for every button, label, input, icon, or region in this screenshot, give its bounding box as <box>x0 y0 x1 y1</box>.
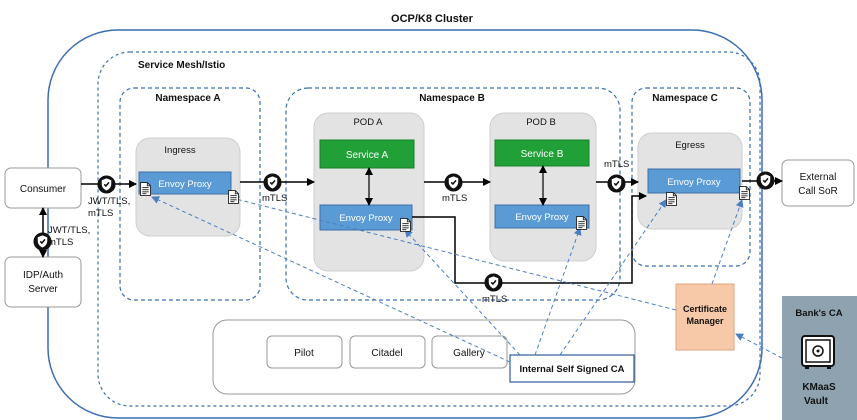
bank-ca-to-cert-manager-dashed <box>735 333 783 359</box>
egress-envoy-proxy <box>647 168 741 194</box>
namespace-b-title: Namespace B <box>419 93 485 104</box>
pod-b-envoy-proxy-label: Envoy Proxy <box>515 212 569 223</box>
mesh-title: Service Mesh/Istio <box>138 60 225 71</box>
egress-envoy-proxy-label: Envoy Proxy <box>667 177 721 188</box>
pod-a-envoy-proxy-label: Envoy Proxy <box>339 213 393 224</box>
ingress-envoy-proxy-label: Envoy Proxy <box>158 179 212 190</box>
bank-ca-title: Bank's CA <box>795 308 842 319</box>
external-call-sor: External Call SoR <box>781 159 855 207</box>
jwt-label-line1: JWT/TLS, <box>88 196 130 207</box>
shield-lock-icon <box>484 273 503 292</box>
cert-manager-to-egress-dashed <box>711 199 744 285</box>
ca-to-egress-dashed <box>559 199 667 356</box>
idp-auth-server: IDP/Auth Server <box>4 256 82 308</box>
pod-a-to-egress-bottom-path <box>412 192 647 284</box>
internal-ca-label: Internal Self Signed CA <box>519 364 624 375</box>
egress-label: Egress <box>675 140 705 151</box>
idp-label-line1: IDP/Auth <box>23 270 63 281</box>
cert-manager-line1: Certificate <box>683 304 727 314</box>
vault-label-line2: Vault <box>804 396 829 407</box>
certificate-doc-icon <box>228 190 239 204</box>
ca-to-ingress-dashed <box>151 196 511 363</box>
sor-label-line1: External <box>800 172 837 183</box>
cert-manager-line2: Manager <box>686 316 724 326</box>
pilot-box <box>266 335 343 369</box>
service-mesh: Service Mesh/Istio <box>97 51 761 407</box>
service-b <box>494 139 590 167</box>
namespace-c: Namespace C Egress Envoy Proxy <box>631 87 751 267</box>
certificate-doc-icon <box>140 182 151 196</box>
gallery-label: Gallery <box>453 348 485 359</box>
citadel-box <box>349 335 426 369</box>
pilot-label: Pilot <box>294 348 314 359</box>
namespace-c-title: Namespace C <box>652 93 718 104</box>
mtls-a-b-label: mTLS <box>262 193 287 204</box>
control-plane: Pilot Citadel Gallery Internal Self Sign… <box>212 319 636 395</box>
cluster-title: OCP/K8 Cluster <box>391 13 474 25</box>
ingress-envoy-proxy <box>138 171 232 195</box>
gallery-box <box>431 335 508 369</box>
ingress-label: Ingress <box>164 145 195 156</box>
service-a-label: Service A <box>346 150 389 161</box>
mtls-pod-a-b-label: mTLS <box>442 193 467 204</box>
jwt-idp-label-line2: mTLS <box>48 237 73 248</box>
certificate-manager: Certificate Manager <box>675 283 735 351</box>
shield-lock-icon <box>756 171 775 190</box>
edge-labels: JWT/TLS, mTLS JWT/TLS, mTLS mTLS mTLS mT… <box>48 159 629 305</box>
service-b-label: Service B <box>521 149 564 160</box>
namespace-a: Namespace A Ingress Envoy Proxy <box>119 87 261 301</box>
consumer-label: Consumer <box>20 184 67 195</box>
certificate-flows <box>151 195 783 363</box>
namespace-a-title: Namespace A <box>155 93 220 104</box>
pod-a-title: POD A <box>353 117 383 128</box>
ca-to-pod-a-dashed <box>404 229 521 356</box>
shield-lock-icon <box>263 173 282 192</box>
certificate-doc-icon <box>400 218 411 232</box>
mtls-bottom-label: mTLS <box>482 294 507 305</box>
internal-ca-box <box>509 354 635 383</box>
jwt-idp-label-line1: JWT/TLS, <box>48 225 90 236</box>
certificate-doc-icon <box>576 216 587 230</box>
certificate-doc-icon <box>739 186 750 200</box>
vault-safe-icon <box>801 335 835 369</box>
citadel-label: Citadel <box>371 348 402 359</box>
ocp-cluster: OCP/K8 Cluster <box>47 13 763 419</box>
vault-label-line1: KMaaS <box>802 382 836 393</box>
shield-lock-icon <box>444 173 463 192</box>
pod-b-title: POD B <box>526 117 556 128</box>
jwt-label-line2: mTLS <box>88 208 113 219</box>
shield-lock-icon <box>97 175 116 194</box>
certificate-doc-icon <box>666 192 677 206</box>
cert-manager-to-ingress-dashed <box>231 195 677 311</box>
idp-label-line2: Server <box>28 284 58 295</box>
mtls-to-egress-label: mTLS <box>604 159 629 170</box>
bank-ca: Bank's CA KMaaS Vault <box>782 296 857 420</box>
shield-lock-icon <box>607 174 626 193</box>
sor-label-line2: Call SoR <box>798 186 837 197</box>
ca-to-pod-b-dashed <box>534 227 582 356</box>
service-a <box>319 139 415 169</box>
consumer: Consumer <box>4 167 82 209</box>
